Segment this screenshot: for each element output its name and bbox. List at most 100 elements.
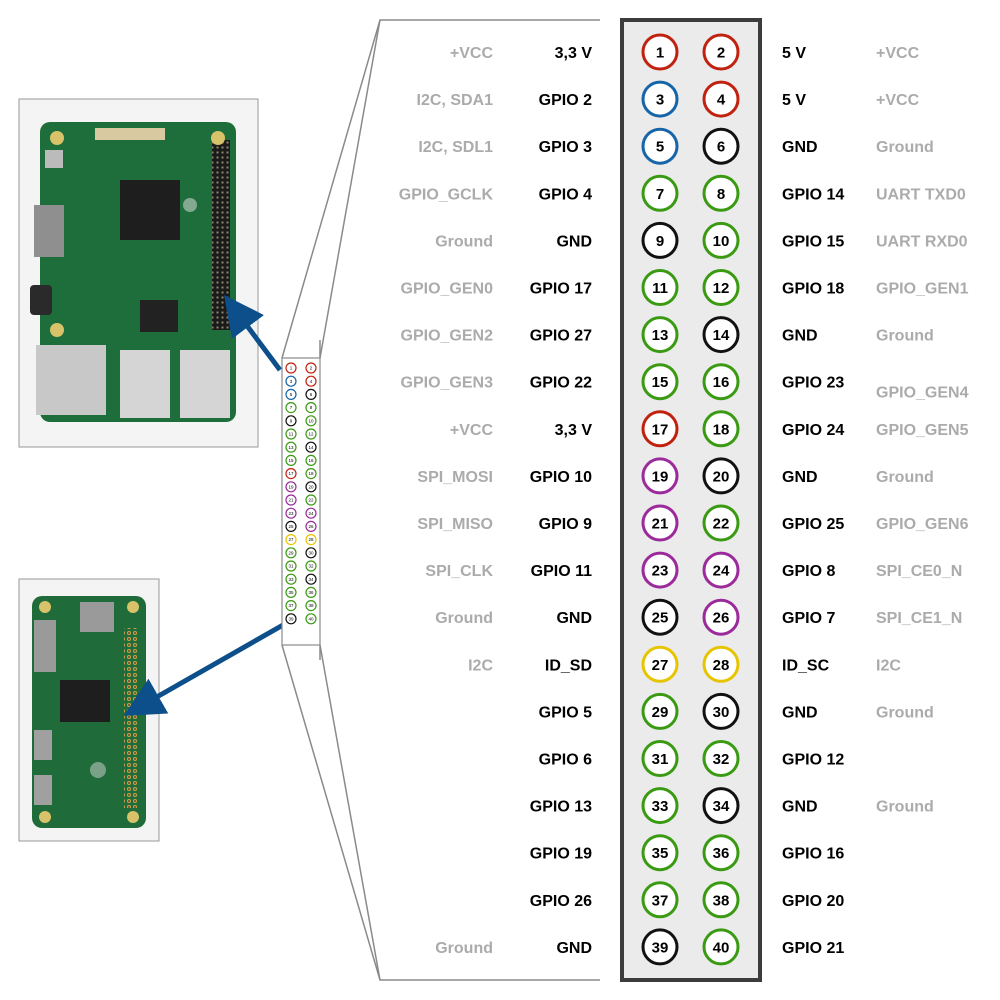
pin-number: 18 bbox=[713, 421, 730, 438]
arrow-to-pi3 bbox=[224, 294, 283, 372]
zoom-connector-lines bbox=[281, 19, 600, 981]
left-pin-function: +VCC bbox=[450, 422, 494, 439]
right-pin-function: Ground bbox=[876, 139, 934, 156]
pin-circle-37 bbox=[641, 881, 679, 919]
mini-pin-number: 32 bbox=[308, 564, 314, 569]
left-pin-function: I2C, SDA1 bbox=[417, 92, 494, 109]
mini-pin-4 bbox=[305, 375, 317, 387]
right-pin-name: GPIO 18 bbox=[782, 281, 844, 298]
right-pin-function: Ground bbox=[876, 328, 934, 345]
right-pin-name: GPIO 16 bbox=[782, 846, 844, 863]
pin-circle-40 bbox=[702, 928, 740, 966]
right-pin-name: GPIO 15 bbox=[782, 233, 844, 250]
right-pin-function: Ground bbox=[876, 704, 934, 721]
pin-number: 37 bbox=[652, 892, 669, 909]
mini-pin-number: 28 bbox=[308, 537, 314, 542]
pin-circle-7 bbox=[641, 174, 679, 212]
pin-circle-38 bbox=[702, 881, 740, 919]
right-pin-function: +VCC bbox=[876, 92, 920, 109]
mini-pin-12 bbox=[305, 428, 317, 440]
mini-pin-number: 23 bbox=[288, 511, 294, 516]
left-pin-name: GPIO 9 bbox=[539, 516, 592, 533]
mini-pin-25 bbox=[285, 520, 297, 533]
left-pin-function: GPIO_GEN3 bbox=[401, 375, 494, 392]
mini-pin-33 bbox=[285, 573, 297, 585]
left-pin-name: GPIO 2 bbox=[539, 92, 592, 109]
pin-circle-8 bbox=[702, 174, 740, 212]
mini-pin-34 bbox=[305, 573, 317, 585]
mini-pin-21 bbox=[285, 494, 297, 506]
pin-number: 4 bbox=[717, 92, 726, 109]
left-pin-name: 3,3 V bbox=[555, 45, 593, 62]
pin-circle-14 bbox=[702, 316, 740, 354]
mini-pin-11 bbox=[285, 428, 297, 440]
mini-pin-number: 35 bbox=[288, 590, 294, 595]
mini-pin-28 bbox=[305, 533, 317, 546]
mini-pin-18 bbox=[305, 468, 317, 480]
mini-pin-number: 31 bbox=[288, 564, 294, 569]
mini-pin-number: 21 bbox=[288, 498, 294, 503]
mini-pin-number: 18 bbox=[308, 471, 314, 476]
pin-number: 17 bbox=[652, 421, 669, 438]
right-pin-name: GND bbox=[782, 799, 818, 816]
pin-number: 20 bbox=[713, 468, 730, 485]
mini-pin-36 bbox=[305, 586, 317, 599]
left-pin-function: SPI_CLK bbox=[425, 563, 493, 580]
mini-pin-39 bbox=[285, 613, 297, 625]
mini-pin-32 bbox=[305, 560, 317, 572]
mini-pin-number: 19 bbox=[288, 484, 294, 489]
mini-pin-number: 17 bbox=[288, 471, 294, 476]
pin-circle-33 bbox=[641, 787, 679, 825]
pin-number: 1 bbox=[656, 45, 664, 62]
mini-pin-number: 15 bbox=[288, 458, 294, 463]
pin-number: 35 bbox=[652, 845, 669, 862]
mini-pin-14 bbox=[305, 441, 317, 453]
pin-number: 22 bbox=[713, 516, 730, 533]
pin-number: 8 bbox=[717, 186, 725, 203]
pin-number: 29 bbox=[652, 704, 669, 721]
right-pin-name: GPIO 25 bbox=[782, 516, 844, 533]
header-box bbox=[620, 18, 762, 982]
left-pin-function: SPI_MOSI bbox=[417, 469, 493, 486]
mini-pin-number: 39 bbox=[288, 616, 294, 621]
pin-circle-32 bbox=[702, 740, 740, 777]
pin-number: 11 bbox=[652, 280, 668, 297]
left-pin-name: GPIO 17 bbox=[530, 281, 592, 298]
mini-pin-number: 16 bbox=[308, 458, 314, 463]
right-pin-function: GPIO_GEN1 bbox=[876, 281, 969, 298]
right-pin-function: +VCC bbox=[876, 45, 920, 62]
mini-pin-30 bbox=[305, 547, 317, 559]
left-pin-name: GPIO 6 bbox=[539, 752, 592, 769]
mini-pin-number: 27 bbox=[288, 537, 294, 542]
pin-number: 39 bbox=[652, 939, 669, 956]
mini-pin-5 bbox=[285, 388, 297, 400]
pin-circle-34 bbox=[702, 787, 740, 825]
mini-pin-15 bbox=[285, 454, 297, 466]
pin-circle-17 bbox=[641, 410, 679, 448]
left-pin-name: GND bbox=[556, 940, 592, 957]
pin-circle-13 bbox=[641, 316, 679, 354]
pin-number: 26 bbox=[713, 610, 730, 627]
pin-number: 3 bbox=[656, 92, 664, 109]
pin-number: 36 bbox=[713, 845, 730, 862]
right-pin-function: UART RXD0 bbox=[876, 233, 968, 250]
right-pin-function: I2C bbox=[876, 657, 901, 674]
mini-pin-2 bbox=[305, 362, 317, 374]
pin-circle-3 bbox=[641, 80, 679, 118]
mini-pin-31 bbox=[285, 560, 297, 572]
pin-number: 28 bbox=[713, 657, 730, 674]
